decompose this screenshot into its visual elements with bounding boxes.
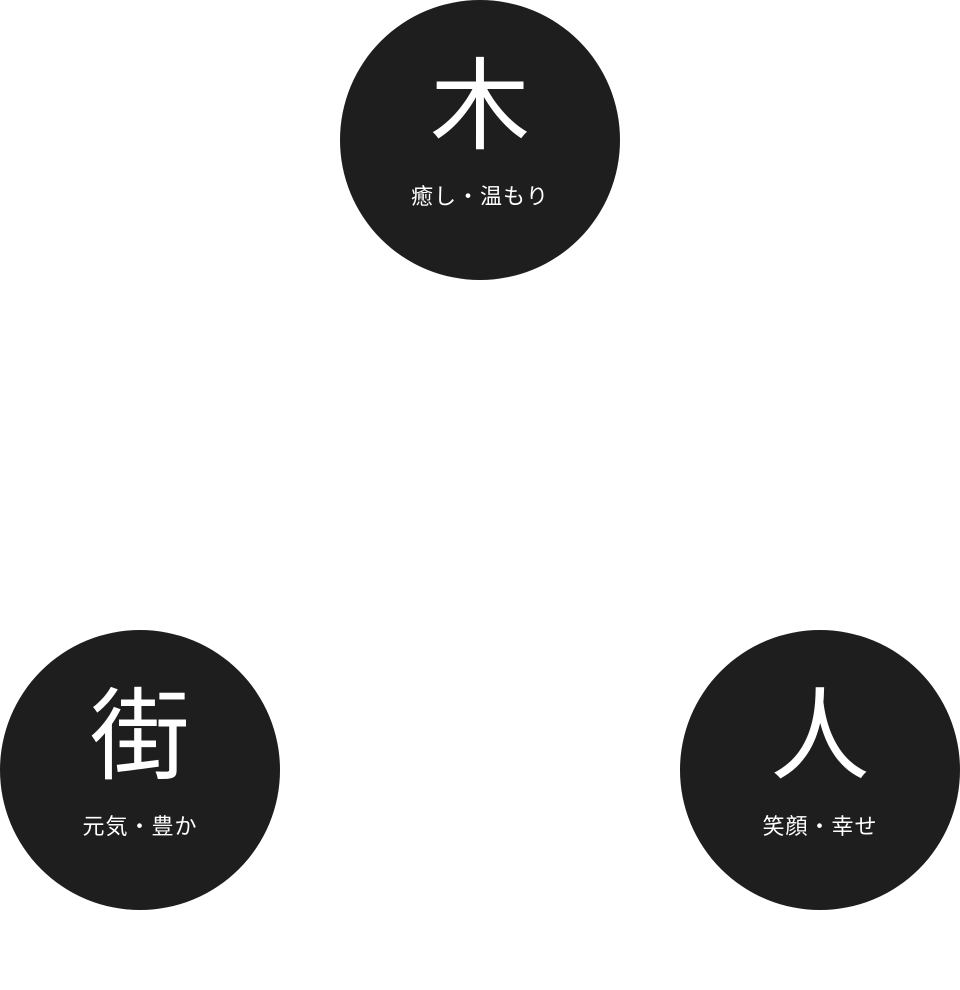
concept-circle-town: 街 元気・豊か: [0, 630, 280, 910]
concept-circle-wood: 木 癒し・温もり: [340, 0, 620, 280]
kanji-wood: 木: [430, 48, 530, 165]
kanji-town: 街: [90, 678, 190, 795]
caption-wood: 癒し・温もり: [410, 185, 549, 210]
concept-circle-people: 人 笑顔・幸せ: [680, 630, 960, 910]
kanji-people: 人: [770, 678, 870, 795]
caption-people: 笑顔・幸せ: [762, 815, 878, 840]
caption-town: 元気・豊か: [82, 815, 198, 840]
